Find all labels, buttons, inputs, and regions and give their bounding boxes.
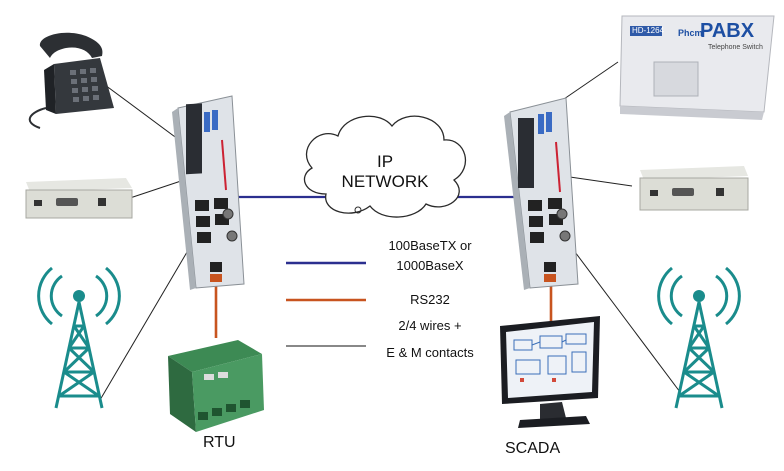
pabx-title: PABX [700, 20, 755, 42]
left-radio-tower-icon [37, 266, 121, 409]
pabx-unit [619, 15, 775, 120]
pabx-brand-label: Phcm [678, 28, 703, 38]
right-ethernet-switch [504, 97, 579, 290]
left-ethernet-switch [172, 95, 245, 290]
cloud-label: IP NETWORK [325, 152, 445, 192]
pabx-subtitle: Telephone Switch [708, 44, 763, 51]
right-radio-tower-icon [657, 266, 741, 409]
left-modem-icon [25, 178, 133, 219]
cloud-label-line1: IP [376, 152, 394, 171]
legend-ethernet-line1: 100BaseTX or [388, 238, 472, 253]
rtu-device-icon [168, 340, 264, 432]
rtu-label: RTU [203, 434, 236, 451]
legend-ethernet-line2: 1000BaseX [396, 258, 464, 273]
pabx-model: HD-1264 [632, 26, 665, 35]
ip-network-cloud [303, 115, 466, 218]
scada-monitor-icon [500, 316, 600, 428]
legend-wire-line1: 2/4 wires + [398, 318, 462, 333]
cloud-label-line2: NETWORK [341, 172, 429, 191]
legend-wire-line2: E & M contacts [386, 345, 474, 360]
telephone-icon [28, 32, 114, 129]
scada-label: SCADA [505, 440, 561, 457]
right-modem-icon [639, 166, 749, 211]
legend-serial: RS232 [410, 292, 450, 307]
